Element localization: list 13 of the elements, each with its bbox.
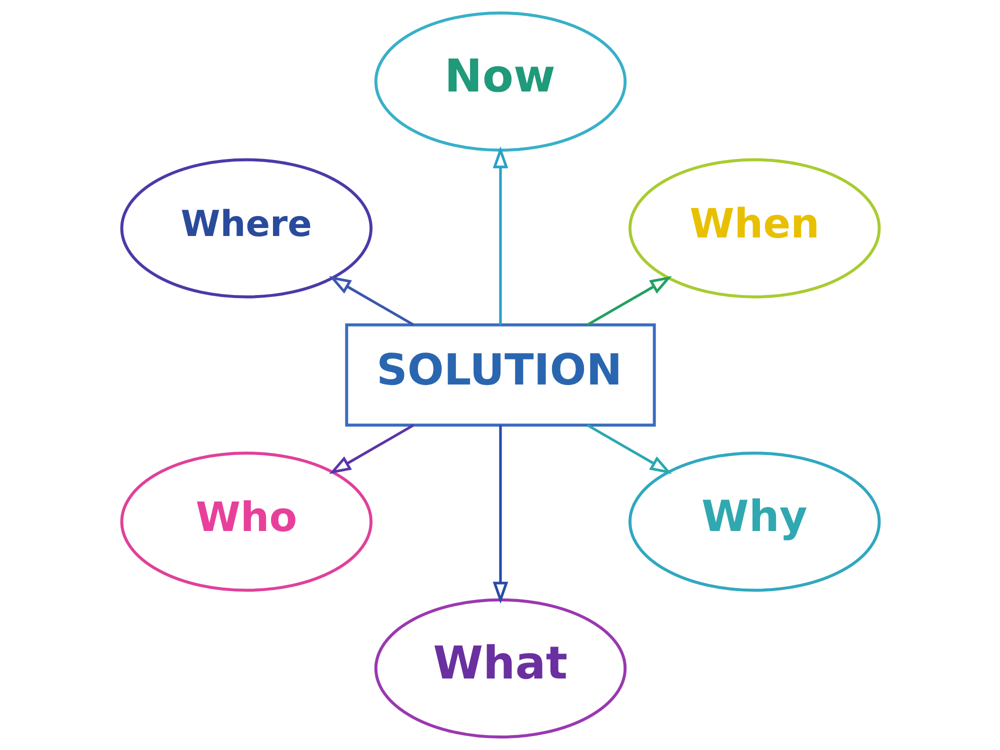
arrow <box>586 276 672 326</box>
arrow <box>328 276 414 326</box>
arrow <box>328 424 414 474</box>
node-ellipse: Where <box>120 158 372 298</box>
node-ellipse: What <box>374 598 626 738</box>
arrow <box>492 425 508 604</box>
node-ellipse: When <box>628 158 880 298</box>
node-ellipse: Why <box>628 452 880 592</box>
arrow <box>586 424 672 474</box>
node-ellipse: Who <box>120 452 372 592</box>
arrow <box>492 146 508 325</box>
node-ellipse: Now <box>374 12 626 152</box>
node-box: SOLUTION <box>344 323 656 427</box>
